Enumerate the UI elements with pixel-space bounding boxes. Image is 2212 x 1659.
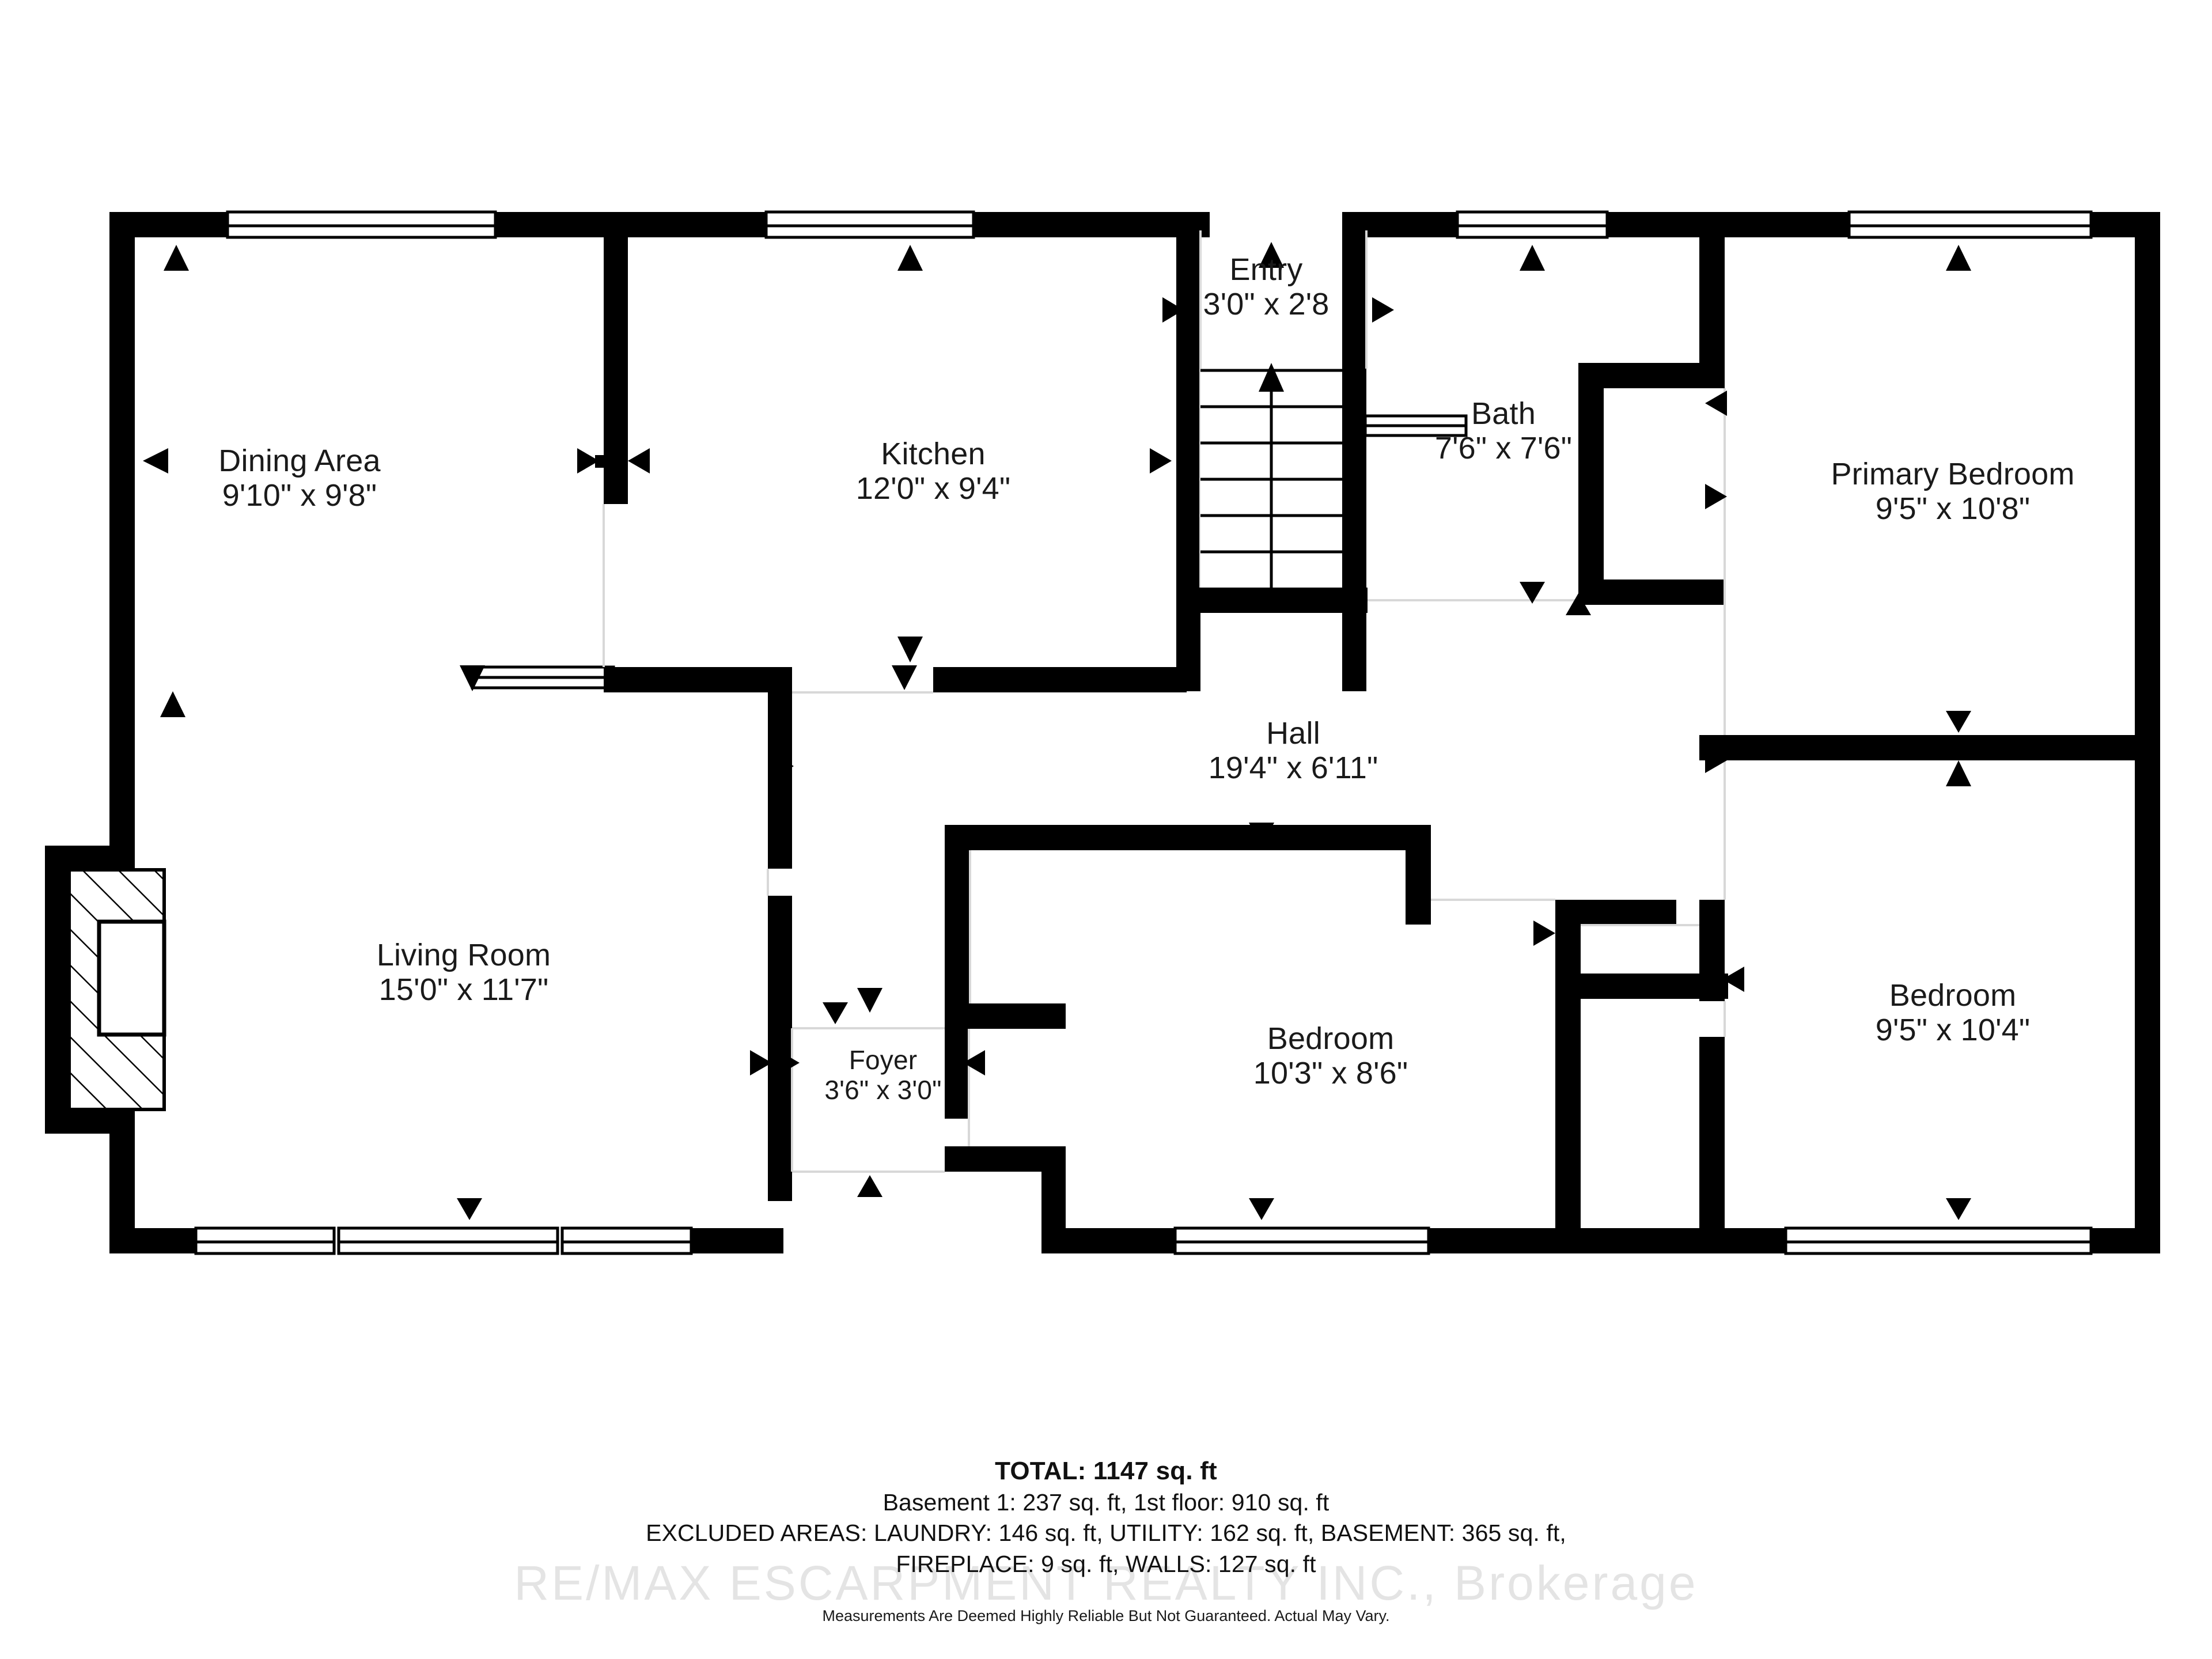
excluded-areas-line-2: FIREPLACE: 9 sq. ft, WALLS: 127 sq. ft	[896, 1550, 1316, 1577]
room-name: Bedroom	[1889, 978, 2017, 1013]
room-dimensions: 3'0" x 2'8	[1203, 287, 1330, 322]
room-name: Primary Bedroom	[1831, 457, 2075, 491]
total-area: TOTAL: 1147 sq. ft	[995, 1457, 1217, 1485]
window-living-bottom	[194, 1226, 693, 1255]
room-name: Bedroom	[1267, 1021, 1395, 1056]
room-dimensions: 9'5" x 10'8"	[1875, 491, 2031, 527]
room-label-living-room: Living Room 15'0" x 11'7"	[314, 938, 613, 1007]
room-label-dining: Dining Area 9'10" x 9'8"	[115, 444, 484, 513]
room-label-bedroom-center: Bedroom 10'3" x 8'6"	[1192, 1021, 1469, 1091]
room-dimensions: 9'10" x 9'8"	[222, 478, 377, 513]
window-bath-west	[1363, 414, 1468, 437]
window-primary-top	[1847, 210, 2093, 239]
room-label-foyer: Foyer 3'6" x 3'0"	[800, 1045, 967, 1105]
area-breakdown: Basement 1: 237 sq. ft, 1st floor: 910 s…	[882, 1489, 1330, 1516]
staircase	[1200, 363, 1342, 588]
room-label-hall: Hall 19'4" x 6'11"	[1138, 716, 1449, 786]
excluded-areas-line-1: EXCLUDED AREAS: LAUNDRY: 146 sq. ft, UTI…	[646, 1520, 1566, 1547]
area-summary: TOTAL: 1147 sq. ft Basement 1: 237 sq. f…	[0, 1455, 2212, 1626]
room-dimensions: 3'6" x 3'0"	[824, 1074, 942, 1105]
stair-direction-arrow	[1259, 363, 1284, 392]
room-label-bath: Bath 7'6" x 7'6"	[1382, 396, 1624, 466]
fireplace	[67, 868, 166, 1111]
window-living-northwest	[471, 665, 615, 690]
room-name: Dining Area	[218, 444, 381, 478]
room-dimensions: 7'6" x 7'6"	[1434, 431, 1573, 466]
room-name: Kitchen	[881, 437, 986, 471]
exterior-walls	[45, 212, 2160, 1253]
room-name: Foyer	[849, 1045, 918, 1075]
room-name: Bath	[1471, 396, 1536, 431]
room-label-bedroom-right: Bedroom 9'5" x 10'4"	[1815, 978, 2091, 1048]
room-dimensions: 12'0" x 9'4"	[855, 471, 1011, 506]
room-name: Entry	[1229, 252, 1303, 287]
window-bedroom-right-bottom	[1784, 1226, 2093, 1255]
room-label-primary-bedroom: Primary Bedroom 9'5" x 10'8"	[1751, 457, 2154, 527]
room-dimensions: 19'4" x 6'11"	[1208, 751, 1378, 786]
room-name: Living Room	[376, 938, 551, 972]
disclaimer-text: Measurements Are Deemed Highly Reliable …	[822, 1607, 1390, 1625]
room-dimensions: 15'0" x 11'7"	[378, 972, 549, 1007]
windows	[194, 210, 2093, 1255]
room-label-kitchen: Kitchen 12'0" x 9'4"	[772, 437, 1094, 506]
dimension-arrows	[143, 242, 2160, 1220]
window-bath-top	[1456, 210, 1609, 239]
room-dimensions: 9'5" x 10'4"	[1875, 1013, 2031, 1048]
room-name: Hall	[1266, 716, 1320, 751]
window-kitchen-top	[764, 210, 975, 239]
room-label-entry: Entry 3'0" x 2'8	[1157, 252, 1376, 322]
room-dimensions: 10'3" x 8'6"	[1253, 1056, 1408, 1091]
window-bedroom-center-bottom	[1173, 1226, 1430, 1255]
window-dining-top	[226, 210, 497, 239]
